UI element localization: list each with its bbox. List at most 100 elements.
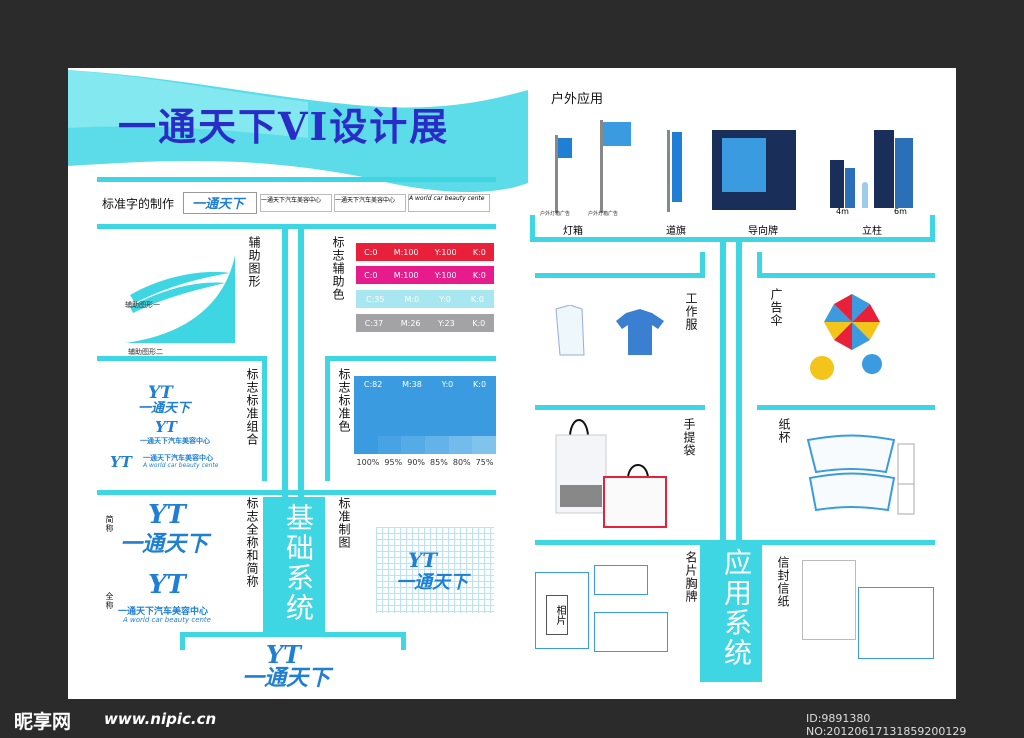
badge-photo: 相片 [546, 595, 568, 635]
std-color-label: 标志标准色 [337, 368, 351, 433]
title-banner [68, 70, 528, 193]
logo-mark: YT [148, 383, 173, 403]
divider [401, 632, 406, 650]
outdoor-item: 导向牌 [748, 226, 778, 237]
cup-label: 纸杯 [777, 418, 791, 444]
flag-pole [600, 120, 603, 213]
pillar [895, 138, 913, 208]
lightbox-tag: 户外灯箱广告 [588, 211, 619, 217]
banner-flag [672, 132, 682, 202]
divider [325, 356, 496, 361]
standard-char-sample-3: 一通天下汽车美容中心 [334, 194, 406, 212]
logo-company-en: A world car beauty cente [143, 462, 219, 469]
trunk-line [282, 224, 288, 634]
business-card [594, 612, 668, 652]
fullname-label: 标志全称和简称 [245, 497, 259, 588]
outdoor-item: 道旗 [666, 226, 686, 237]
outdoor-item: 立柱 [862, 226, 882, 237]
badge [535, 572, 589, 649]
divider [262, 356, 267, 481]
tint-strip [354, 436, 497, 454]
aux-caption-2: 辅助图形二 [128, 348, 163, 356]
divider [535, 273, 705, 278]
site-logo: 昵享网 [14, 711, 72, 733]
pillar [845, 168, 855, 208]
uniform-image [555, 305, 664, 356]
logo-script: 一通天下 [138, 401, 191, 416]
aux-graphic [125, 255, 235, 343]
divider [930, 215, 935, 240]
logo-mark: YT [266, 640, 301, 669]
logo-script: 一通天下 [120, 531, 209, 557]
basic-system-box [263, 497, 325, 634]
cup-image [806, 434, 915, 515]
divider [535, 540, 705, 545]
logo-mark: YT [148, 500, 186, 530]
pillar [830, 160, 844, 208]
divider [97, 177, 496, 182]
divider [97, 224, 496, 229]
divider [535, 405, 705, 410]
outdoor-item: 灯箱 [563, 226, 583, 237]
short-label: 简称 [105, 515, 114, 533]
page-title: 一通天下VI设计展 [118, 104, 450, 149]
letter-paper [802, 560, 856, 640]
bag-label: 手提袋 [682, 418, 696, 457]
divider [530, 237, 935, 242]
dist-6m: 6m [894, 207, 907, 216]
divider [757, 273, 935, 278]
card-label: 名片胸牌 [684, 551, 698, 603]
basic-system-label: 基础系统 [282, 503, 315, 623]
site-url[interactable]: www.nipic.cn [104, 710, 217, 728]
dist-4m: 4m [836, 207, 849, 216]
divider [97, 490, 496, 495]
logo-company-cn: 一通天下汽车美容中心 [118, 607, 209, 617]
logo-mark: YT [408, 548, 438, 572]
lightbox-tag: 户外灯箱广告 [540, 211, 571, 217]
logo-mark: YT [148, 570, 186, 600]
trunk-line [720, 237, 726, 544]
aux-caption-1: 辅助图形一 [125, 301, 160, 309]
std-color-swatch [354, 376, 496, 436]
divider [180, 632, 406, 637]
divider [757, 540, 935, 545]
logo-combo-label: 标志标准组合 [245, 368, 259, 446]
divider [757, 405, 935, 410]
flag [603, 122, 631, 146]
apply-system-label: 应用系统 [720, 548, 753, 668]
banner-pole [667, 130, 670, 212]
logo-company-en: A world car beauty cente [123, 616, 211, 624]
umbrella-label: 广告伞 [769, 288, 783, 327]
uniform-label: 工作服 [684, 292, 698, 331]
logo-script: 一通天下 [242, 665, 331, 691]
pillar [874, 130, 894, 208]
apply-system-box [700, 540, 762, 682]
guide-board-panel [722, 138, 766, 192]
grid-label: 标准制图 [337, 497, 351, 549]
divider [325, 356, 330, 481]
trunk-line [298, 224, 304, 634]
divider [180, 632, 185, 650]
logo-company-cn: 一通天下汽车美容中心 [143, 454, 213, 462]
logo-mark: YT [110, 453, 132, 471]
image-id: ID:9891380 NO:20120617131859200129 [806, 712, 967, 738]
logo-company-cn: 一通天下汽车美容中心 [140, 437, 210, 445]
business-card [594, 565, 648, 595]
aux-graphic-label: 辅助图形 [247, 236, 261, 288]
person-figure [862, 182, 868, 208]
divider [97, 356, 267, 361]
umbrella-image [810, 294, 882, 380]
envelope [858, 587, 934, 659]
tint-labels: 100%95%90%85%80%75% [356, 458, 494, 467]
divider [757, 252, 762, 278]
outdoor-label: 户外应用 [551, 92, 604, 107]
envelope-label: 信封信纸 [776, 556, 790, 608]
standard-char-sample-1: 一通天下 [183, 192, 257, 214]
divider [700, 252, 705, 278]
standard-char-sample-2: 一通天下汽车美容中心 [260, 194, 332, 212]
